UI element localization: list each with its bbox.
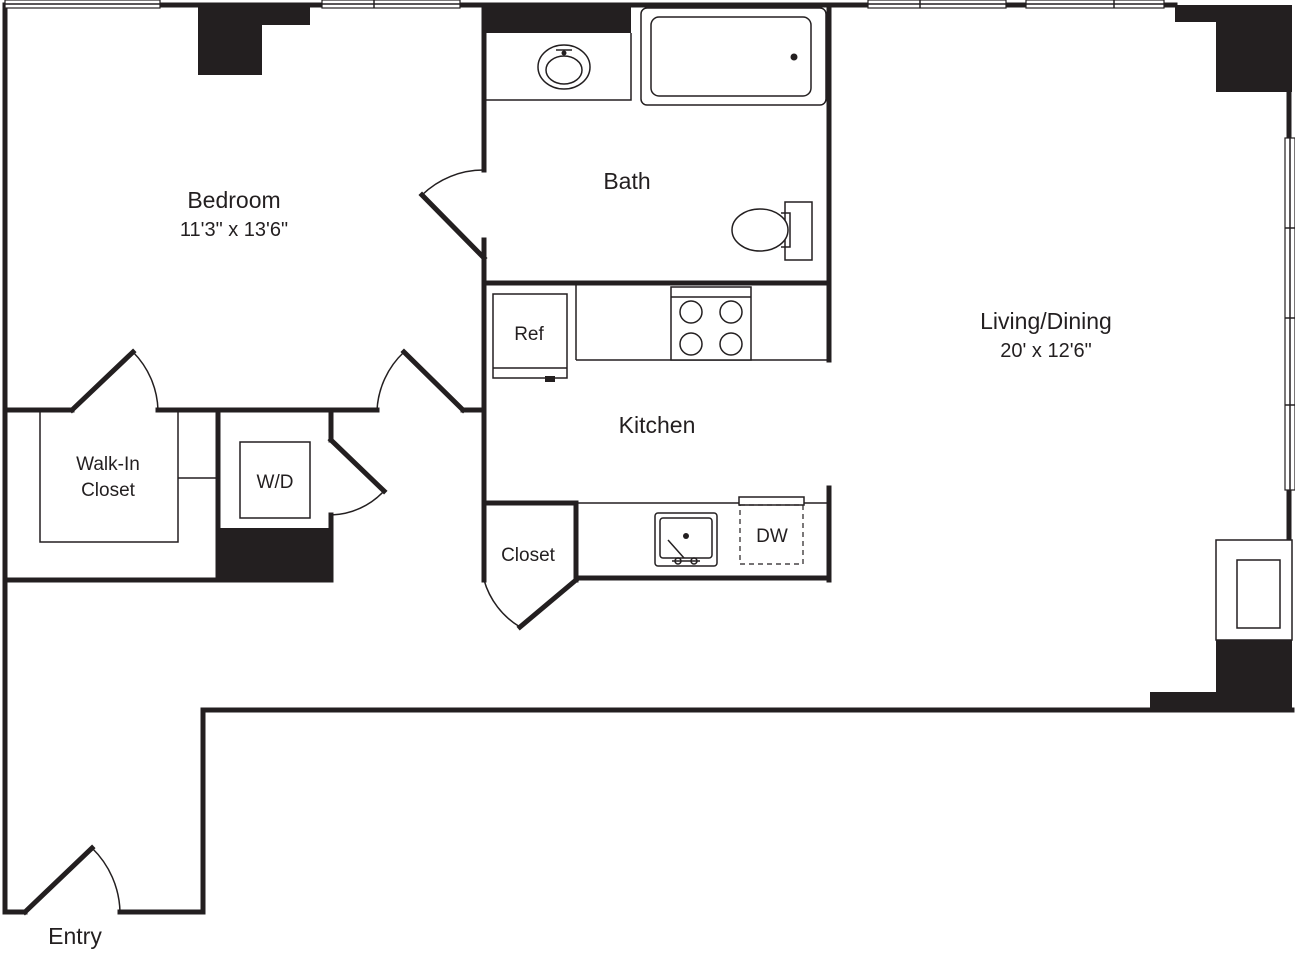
bath-walls [481,2,832,286]
windows [4,0,1295,491]
bath-label: Bath [603,168,650,194]
exterior-walls [2,2,1295,915]
stove-icon [670,286,752,361]
washer-dryer [239,441,311,519]
bath-door[interactable] [418,169,488,262]
kitchen-label: Kitchen [619,412,696,438]
walkin-closet-label-line2: Closet [81,480,136,501]
entry-door[interactable] [21,844,121,916]
living-dining-label: Living/Dining [980,308,1112,334]
washer-dryer-label: W/D [257,472,294,493]
walkin-closet-label-line1: Walk-In [76,454,140,475]
dishwasher-label: DW [756,526,788,547]
kitchen-closet-door[interactable] [483,576,580,631]
bedroom-label: Bedroom [187,187,280,213]
refrigerator-label: Ref [514,324,544,345]
bedroom-walls [2,2,487,413]
bedroom-dimensions: 11'3" x 13'6" [180,219,288,241]
structural-columns [198,5,1292,712]
bathtub-icon [640,7,827,106]
sink-icon [537,44,591,90]
dishwasher [738,496,805,565]
bedroom-door[interactable] [376,348,467,414]
kitchen-walls [481,280,832,583]
closet-label: Closet [501,545,556,566]
entry-label: Entry [48,923,102,949]
toilet-icon [731,201,813,261]
closet-walls [2,407,334,583]
refrigerator [492,293,568,382]
living-dining-dimensions: 20' x 12'6" [1000,340,1091,362]
fireplace [1215,539,1293,641]
wd-closet-door[interactable] [327,436,388,516]
kitchen-sink-icon [654,512,718,567]
walkin-closet-door[interactable] [68,348,159,414]
